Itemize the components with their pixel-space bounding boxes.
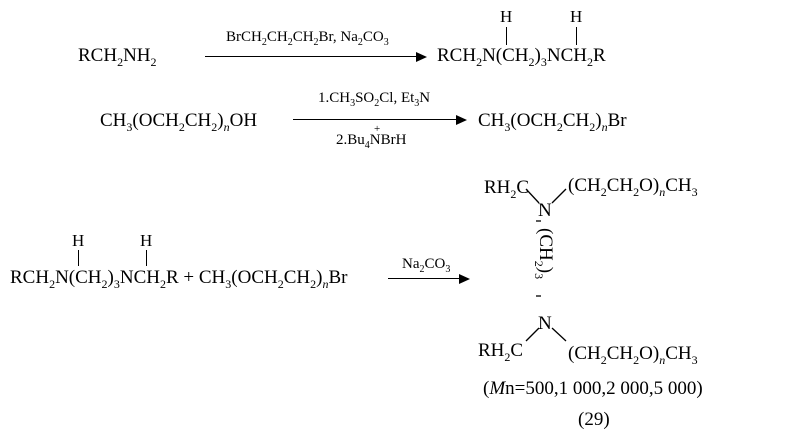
reaction2-reactant: CH3(OCH2CH2)nOH [100, 110, 258, 134]
product-top-right-group: (CH2CH2O)nCH3 [568, 175, 698, 199]
reaction3-nh-bond-1 [78, 250, 80, 266]
reaction1-reagents: BrCH2CH2CH2Br, Na2CO3 [226, 29, 389, 48]
reaction3-reagent: Na2CO3 [402, 256, 451, 275]
molecular-weight-label: (Mn=500,1 000,2 000,5 000) [483, 378, 703, 399]
reaction1-product: RCH2N(CH2)3NCH2R [437, 45, 606, 69]
bond-top-right [551, 188, 567, 204]
reaction1-h2: H [570, 7, 583, 26]
reaction2-product: CH3(OCH2CH2)nBr [478, 110, 627, 134]
reaction3-h1: H [72, 231, 85, 250]
bond-bottom-left [525, 327, 540, 342]
reaction1-h1: H [500, 7, 513, 26]
product-bottom-left-group: RH2C [478, 340, 524, 364]
product-top-left-group: RH2C [484, 177, 530, 201]
reaction1-nh-bond-2 [576, 27, 578, 45]
reaction3-arrow [388, 272, 470, 286]
reaction3-reactants: RCH2N(CH2)3NCH2R + CH3(OCH2CH2)nBr [10, 267, 348, 291]
reaction1-nh-bond-1 [506, 27, 508, 45]
bond-bottom-right [551, 327, 567, 342]
reaction3-nh-bond-2 [146, 250, 148, 266]
reaction2-step2: 2.Bu4NBrH [336, 132, 407, 151]
product-n-top: N [538, 200, 552, 221]
reaction3-h2: H [140, 231, 153, 250]
reaction2-arrow [293, 113, 467, 127]
reaction2-plus: + [374, 123, 381, 135]
bond-top-left [525, 188, 540, 204]
product-bottom-right-group: (CH2CH2O)nCH3 [568, 343, 698, 367]
product-n-bottom: N [538, 313, 552, 334]
reaction1-reactant: RCH2NH2 [78, 45, 157, 69]
product-chain-label: (CH2)3 [532, 228, 556, 280]
reaction2-step1: 1.CH3SO2Cl, Et3N [318, 90, 431, 109]
reaction1-arrow [205, 50, 427, 64]
compound-number: (29) [578, 409, 610, 430]
